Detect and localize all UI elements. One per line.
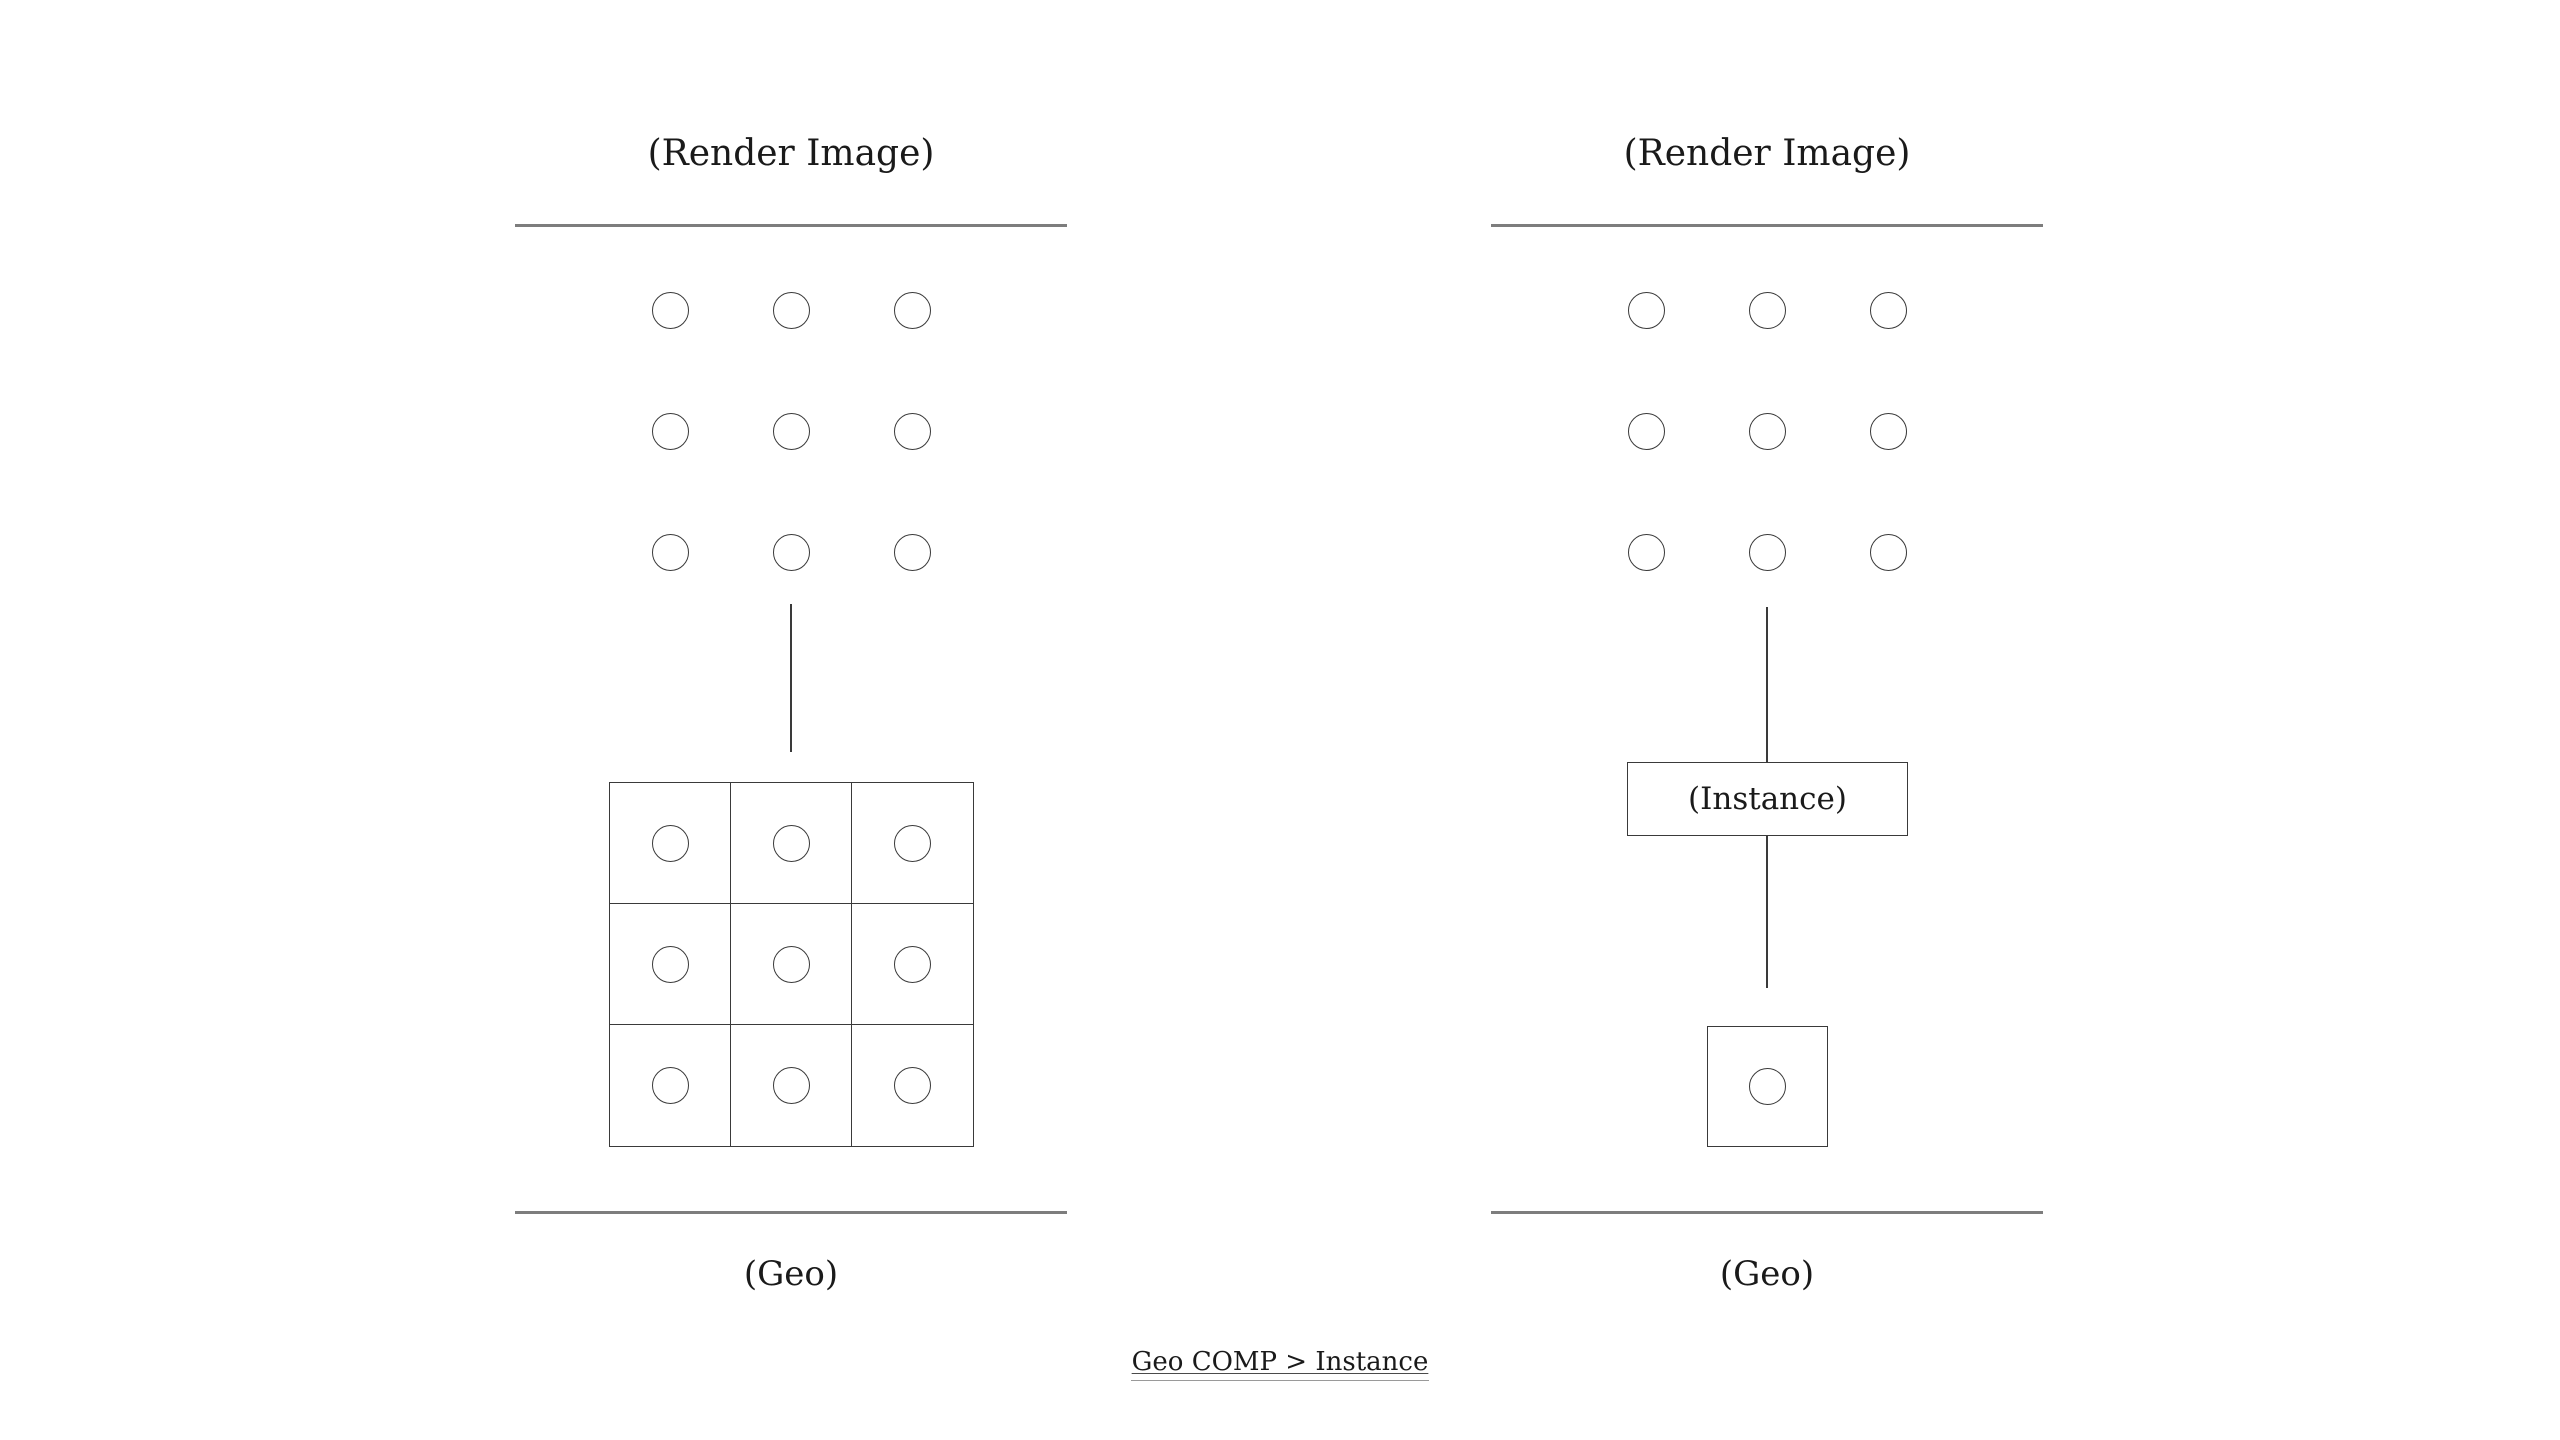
geo-point-circle <box>651 1067 689 1104</box>
render-point-circle <box>894 413 931 450</box>
geo-grid-cell <box>610 1025 731 1146</box>
render-point-circle <box>1628 413 1665 450</box>
right-lower-connector-line <box>1766 836 1768 988</box>
render-point-circle <box>773 534 810 571</box>
geo-point-circle <box>651 824 689 862</box>
geo-grid-cell <box>610 904 731 1025</box>
instance-box-label: (Instance) <box>1688 781 1847 817</box>
left-panel-title: (Render Image) <box>647 133 935 174</box>
right-geo-cell <box>1707 1026 1828 1147</box>
footer-link-container: Geo COMP > Instance <box>1030 1346 1530 1381</box>
render-point-circle <box>652 292 689 329</box>
left-render-points-grid <box>652 292 931 571</box>
geo-grid-cell <box>852 1025 973 1146</box>
geo-grid-cell <box>852 783 973 904</box>
geo-grid-cell <box>731 904 852 1025</box>
render-point-circle <box>1749 534 1786 571</box>
render-point-circle <box>773 413 810 450</box>
render-point-circle <box>652 534 689 571</box>
render-point-circle <box>894 534 931 571</box>
geo-grid-cell <box>731 1025 852 1146</box>
render-point-circle <box>1628 292 1665 329</box>
geo-grid-cell <box>731 783 852 904</box>
right-top-rule <box>1491 224 2043 227</box>
geo-point-circle <box>894 1067 931 1104</box>
render-point-circle <box>773 292 810 329</box>
instance-box: (Instance) <box>1627 762 1908 836</box>
render-point-circle <box>894 292 931 329</box>
left-geo-label: (Geo) <box>743 1254 839 1294</box>
geo-point-circle <box>894 945 931 983</box>
render-point-circle <box>1870 292 1907 329</box>
render-point-circle <box>652 413 689 450</box>
geo-point-circle <box>772 824 810 862</box>
left-connector-line <box>790 604 792 752</box>
geo-point-circle <box>772 1067 810 1104</box>
right-render-points-grid <box>1628 292 1907 571</box>
render-point-circle <box>1628 534 1665 571</box>
render-point-circle <box>1870 534 1907 571</box>
geo-point-circle <box>894 824 931 862</box>
geo-comp-instance-link[interactable]: Geo COMP > Instance <box>1130 1346 1430 1381</box>
right-upper-connector-line <box>1766 607 1768 762</box>
geo-grid-cell <box>852 904 973 1025</box>
left-top-rule <box>515 224 1067 227</box>
left-bottom-rule <box>515 1211 1067 1214</box>
render-point-circle <box>1749 292 1786 329</box>
right-bottom-rule <box>1491 1211 2043 1214</box>
geo-point-circle <box>651 945 689 983</box>
geo-grid-cell <box>610 783 731 904</box>
render-point-circle <box>1870 413 1907 450</box>
right-geo-label: (Geo) <box>1719 1254 1815 1294</box>
right-panel-title: (Render Image) <box>1623 133 1911 174</box>
geo-point-circle <box>1749 1068 1786 1105</box>
render-point-circle <box>1749 413 1786 450</box>
left-geo-grid <box>609 782 974 1147</box>
geo-point-circle <box>772 945 810 983</box>
